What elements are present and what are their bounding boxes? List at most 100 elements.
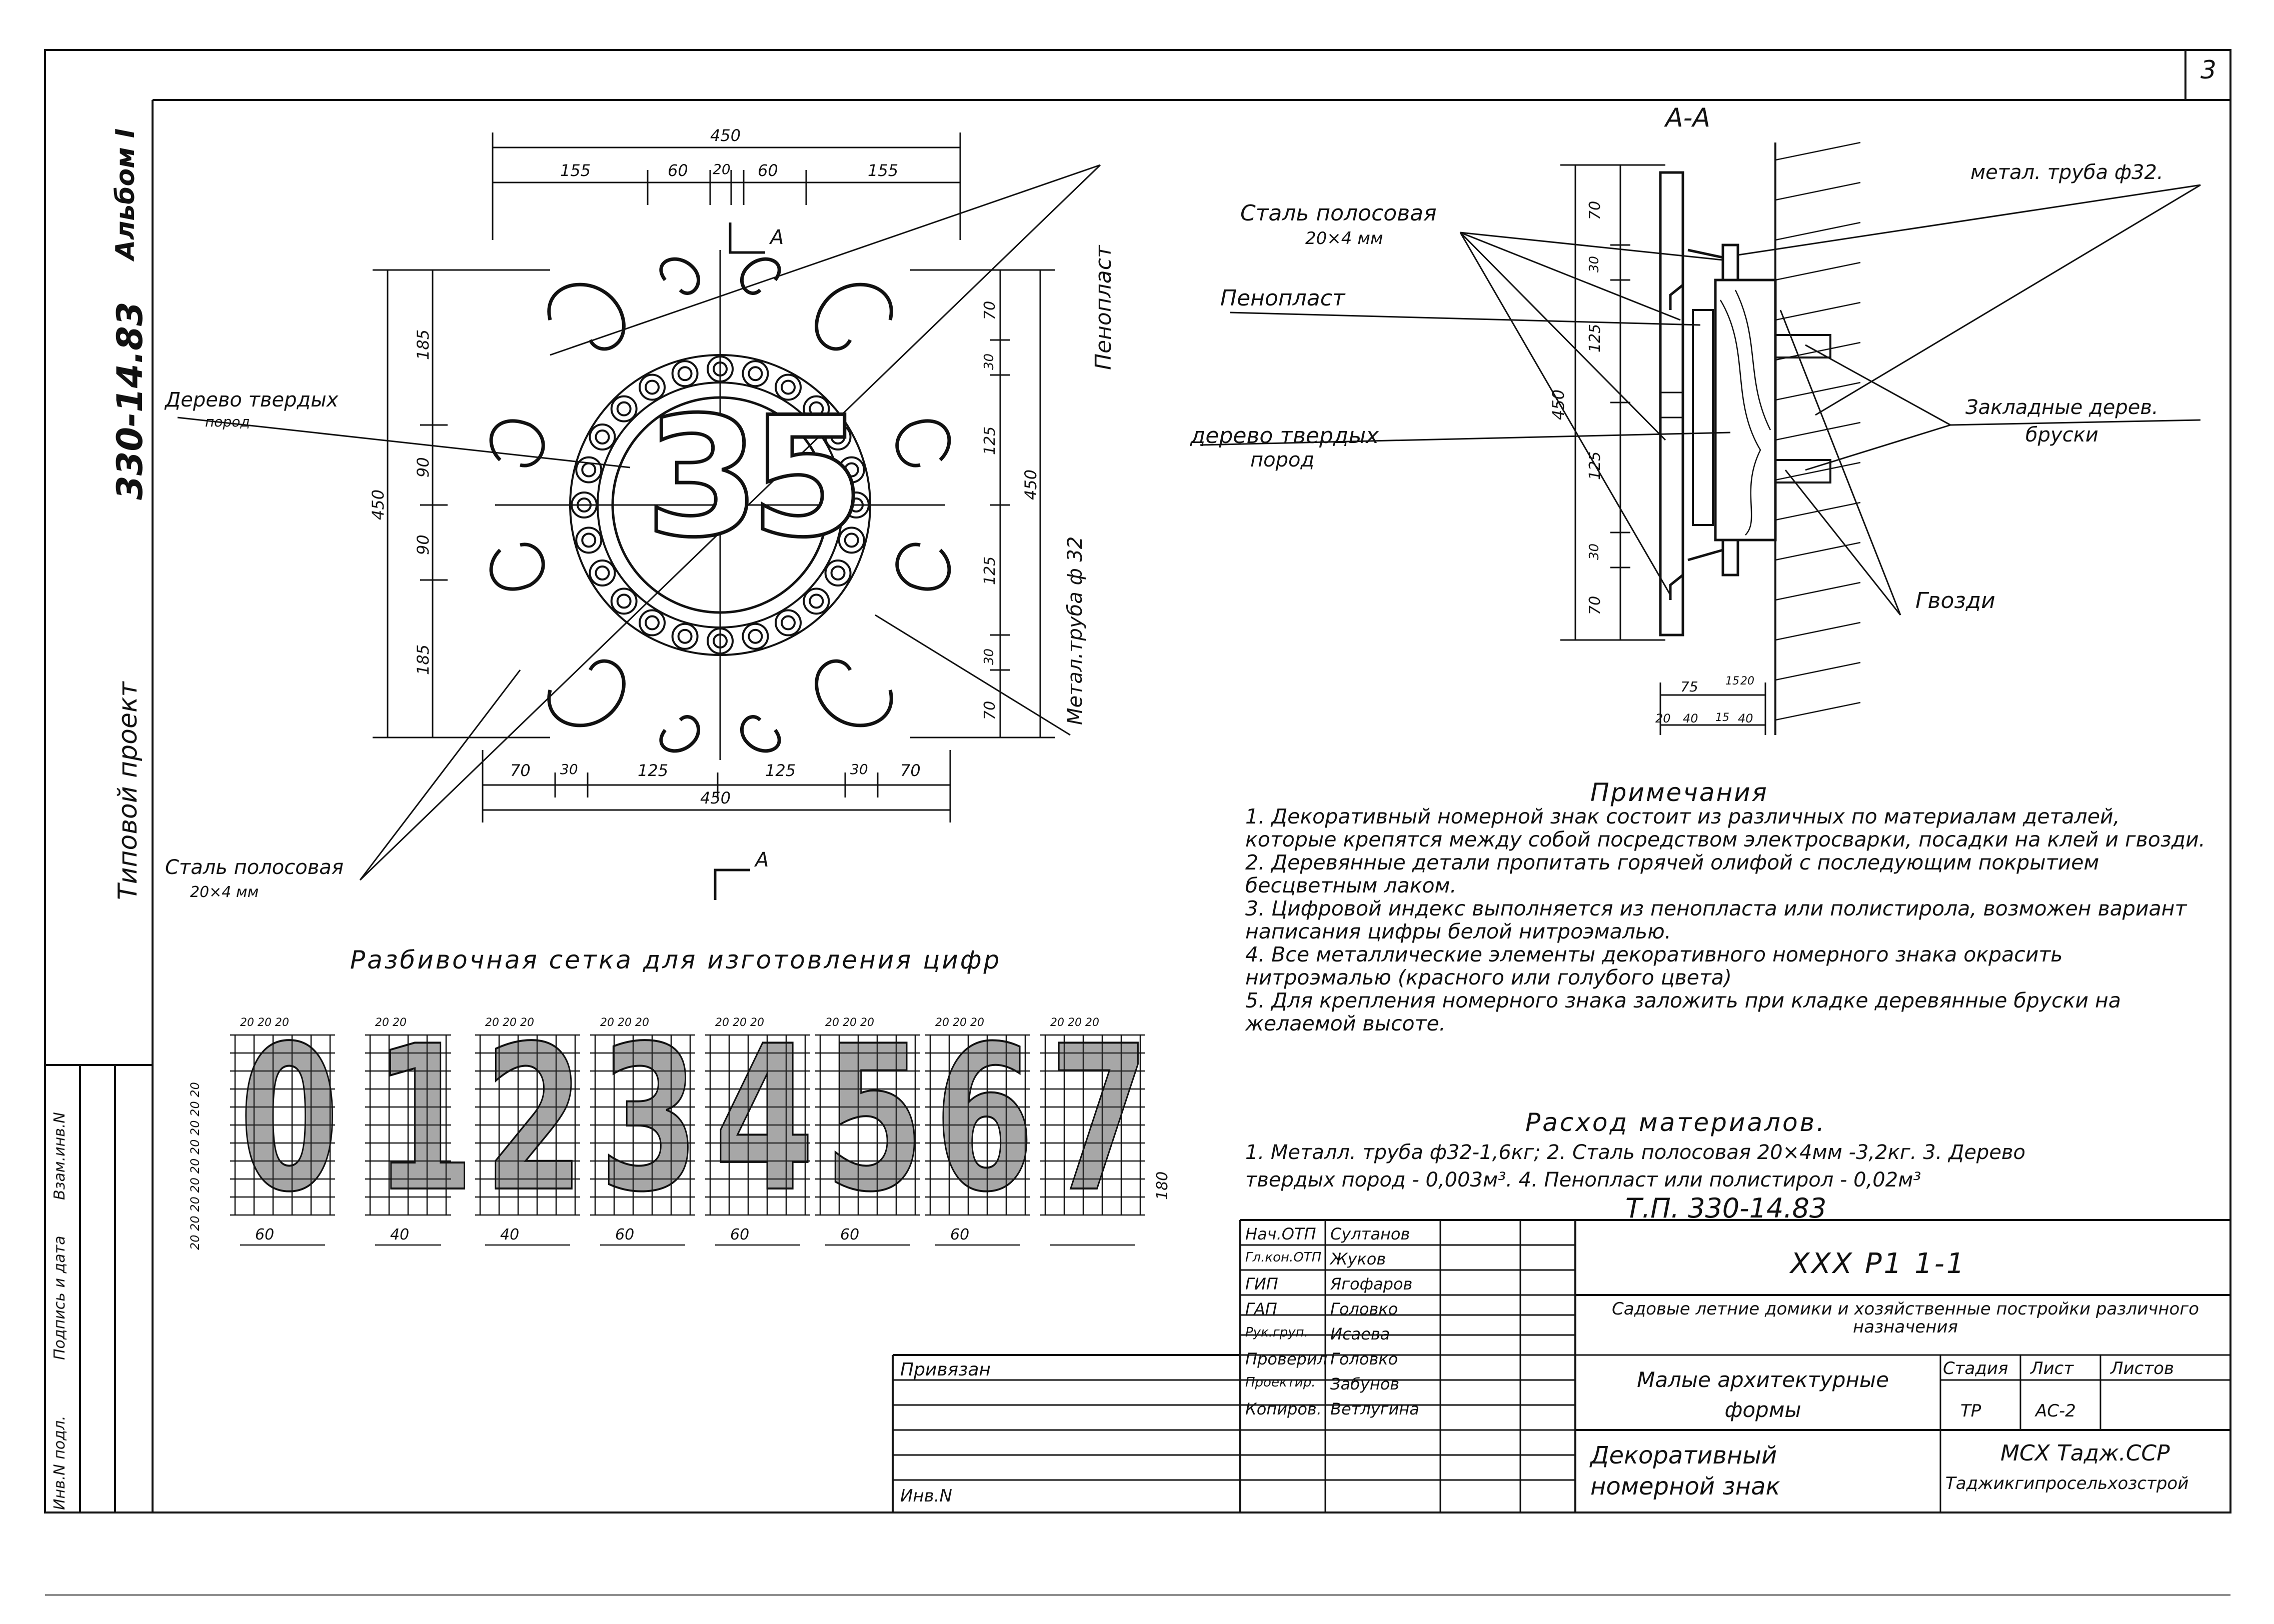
digit-grid-3 [590, 1034, 695, 1246]
role-name: Жуков [1330, 1250, 1386, 1268]
ornament-bead [843, 492, 870, 518]
front-dim-bottom-1: 70 [510, 761, 531, 780]
ornament-bead-inner [595, 566, 610, 580]
ornament-bead [775, 609, 802, 636]
ornament-bead-inner [645, 615, 660, 630]
digit-glyph-2: 2 [484, 1004, 585, 1236]
house-number: 35 [643, 382, 866, 574]
ornament-bead-inner [677, 366, 693, 382]
digit-grids [230, 1034, 1145, 1246]
ornament-bead [824, 560, 852, 586]
section-dim-5: 30 [1587, 543, 1602, 560]
sheet-label: Лист [2030, 1358, 2074, 1378]
ornament-bead-inner [616, 594, 632, 609]
inv-label: Инв.N [900, 1486, 952, 1506]
ornament-bead [707, 356, 734, 382]
digit-width-1: 40 [390, 1226, 410, 1244]
label-section-pipe: метал. труба ф32. [1970, 161, 2163, 184]
digit-glyph-4: 4 [714, 1004, 815, 1236]
role-label: ГАП [1245, 1300, 1277, 1318]
ornament-rings-beads [571, 356, 870, 654]
digit-grid-6 [925, 1034, 1030, 1246]
ornament-bead [803, 588, 830, 615]
ornament-bead [639, 374, 666, 401]
digit-grid-4 [705, 1034, 810, 1246]
ornament-bead-inner [809, 401, 824, 416]
front-dim-left-1: 185 [414, 329, 433, 360]
ornament-bead [571, 492, 598, 518]
front-dim-top-total: 450 [710, 126, 741, 145]
notes-list: 1. Декоративный номерной знак состоит из… [1245, 805, 2210, 1035]
digits-grid-title: Разбивочная сетка для изготовления цифр [350, 946, 1002, 974]
label-section-bars: Закладные дерев. [1965, 396, 2158, 419]
digit-col-header: 20 20 [375, 1016, 407, 1029]
digit-width-2: 40 [500, 1226, 520, 1244]
ornament-bead [742, 360, 769, 388]
stamp-inv: Инв.N подл. [51, 1416, 69, 1510]
ornament-bead-inner [645, 380, 660, 395]
role-label: Гл.кон.ОТП [1245, 1250, 1322, 1265]
stage-value: ТР [1960, 1401, 1981, 1421]
front-dim-bottom-2: 30 [560, 761, 578, 778]
ornament-bead-inner [781, 380, 796, 395]
front-dim-right-3: 125 [981, 426, 999, 455]
role-label: Проектир. [1245, 1375, 1316, 1390]
digit-width-6: 60 [950, 1226, 970, 1244]
front-dim-bottom-5: 30 [850, 761, 868, 778]
ornament-bead [803, 395, 830, 422]
ornament-bead [775, 374, 802, 401]
label-section-wood-2: пород [1250, 448, 1315, 472]
section-dim-bottom-15: 15 [1725, 675, 1739, 688]
front-view [177, 132, 1101, 900]
section-dim-3: 125 [1586, 324, 1604, 352]
ornament-bead [838, 456, 865, 484]
digit-glyph-1: 1 [374, 1004, 475, 1236]
digit-col-header: 20 20 20 [485, 1016, 534, 1029]
section-dim-bottom-low-4: 40 [1738, 712, 1753, 726]
ornament-bead-inner [748, 366, 763, 382]
role-name: Ветлугина [1330, 1400, 1419, 1418]
album-label: Альбом I [111, 128, 141, 260]
digit-col-header: 20 20 20 [1050, 1016, 1099, 1029]
role-name: Головко [1330, 1350, 1398, 1368]
ornament-bead-inner [595, 430, 610, 444]
section-dim-bottom-20: 20 [1740, 675, 1754, 688]
note-3: 3. Цифровой индекс выполняется из пенопл… [1245, 896, 2187, 944]
digit-glyph-3: 3 [599, 1004, 700, 1236]
role-name: Исаева [1330, 1324, 1390, 1344]
digits-height: 180 [1154, 1171, 1171, 1200]
digit-glyph-7: 7 [1049, 1004, 1150, 1236]
ornament-bead [639, 609, 666, 636]
ornament-bead-inner [809, 594, 824, 609]
ornament-bead [575, 526, 603, 554]
section-dim-2: 30 [1587, 256, 1602, 272]
ornament-bead-inner [830, 566, 846, 580]
label-section-steel: Сталь полосовая [1240, 200, 1437, 226]
role-label: Проверил [1245, 1350, 1328, 1368]
ornament-bead-inner [830, 430, 846, 444]
digit-grid-2 [475, 1034, 580, 1246]
ornament-bead [838, 526, 865, 554]
note-5: 5. Для крепления номерного знака заложит… [1245, 988, 2121, 1036]
ornament-bead [589, 424, 616, 450]
section-dim-1: 70 [1586, 200, 1604, 220]
front-dim-bottom-4: 125 [765, 761, 796, 780]
sheet-value: АС-2 [2035, 1401, 2076, 1421]
project-code: 330-14.83 [110, 302, 151, 500]
section-view [1200, 142, 2201, 735]
ornament-bead-inner [713, 634, 728, 648]
label-section-wood: дерево твердых [1190, 423, 1379, 448]
stage-label: Стадия [1943, 1358, 2008, 1378]
digit-width-0: 60 [255, 1226, 275, 1244]
digit-grid-0 [230, 1034, 335, 1246]
project-title: Садовые летние домики и хозяйственные по… [1612, 1299, 2199, 1337]
label-section-nails: Гвозди [1915, 588, 1995, 614]
front-dim-left-3: 90 [414, 534, 433, 555]
ornament-bead-inner [581, 462, 597, 478]
digit-glyph-5: 5 [824, 1004, 925, 1236]
stamp-sign: Подпись и дата [51, 1236, 69, 1360]
ornament-bead-inner [577, 498, 592, 512]
role-label: ГИП [1245, 1274, 1278, 1294]
ornament-bead [610, 395, 638, 422]
role-name: Султанов [1330, 1224, 1410, 1244]
